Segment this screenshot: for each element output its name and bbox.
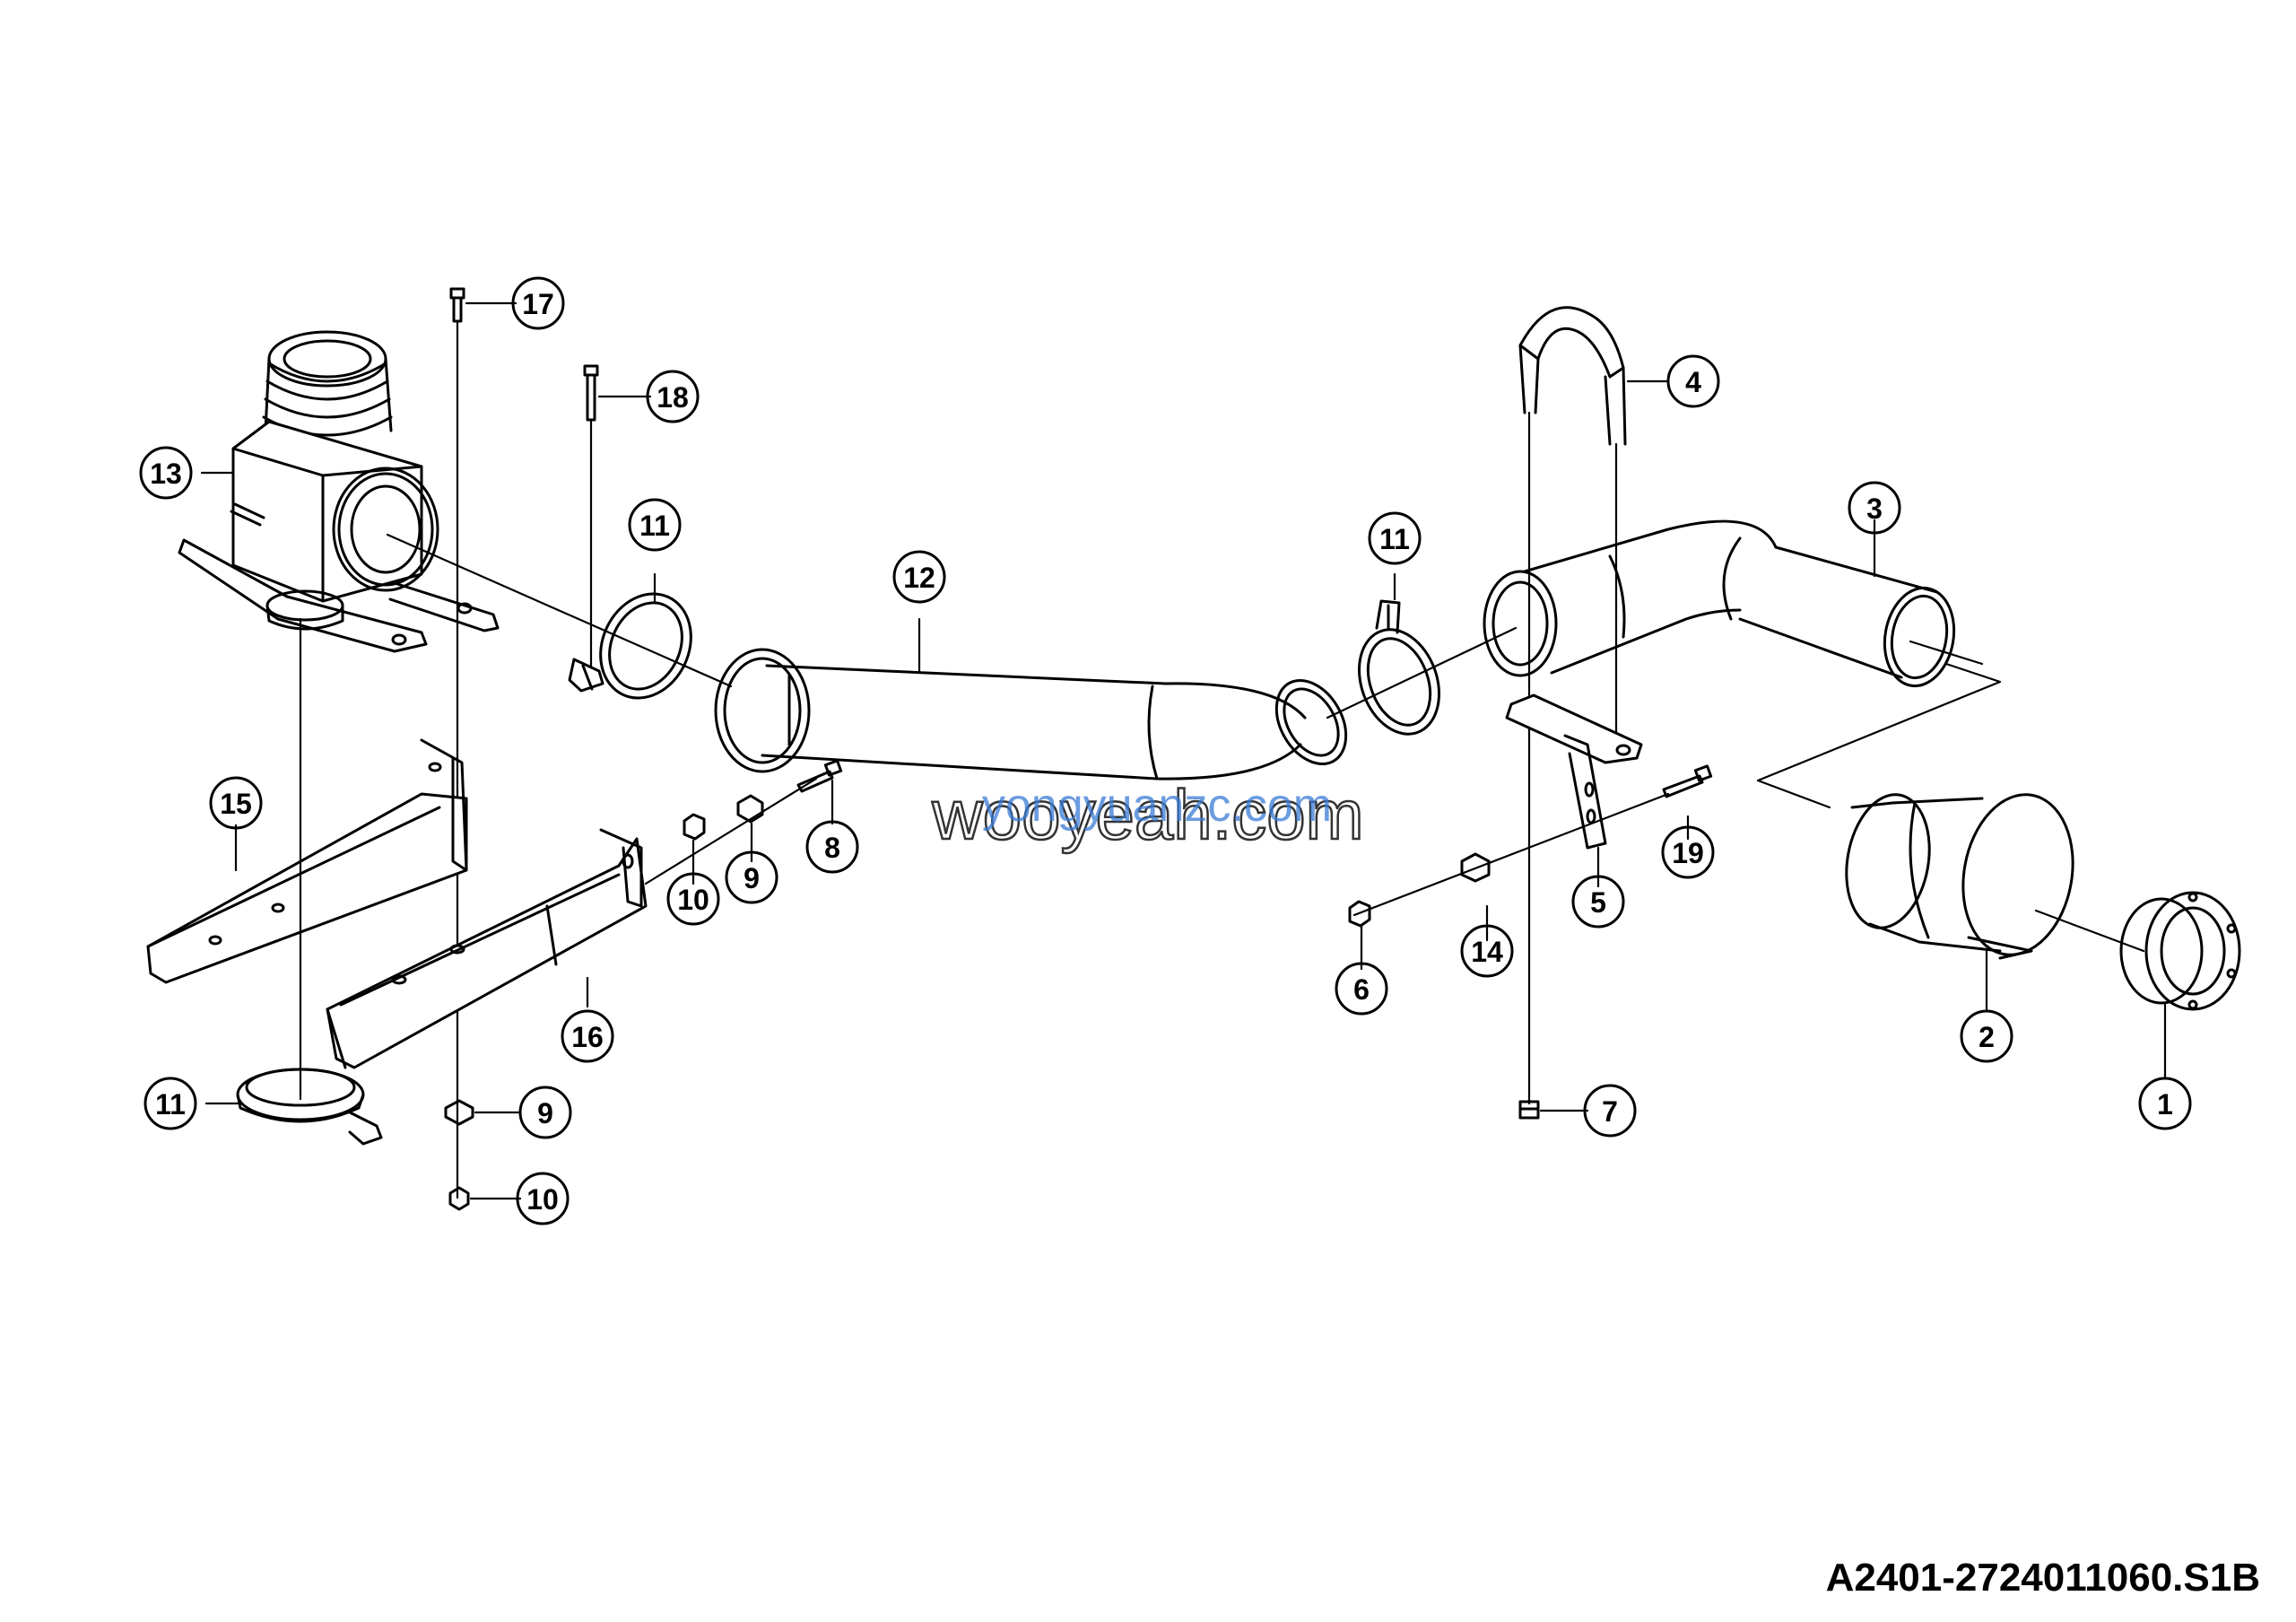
- nut-6-part: [1348, 900, 1371, 928]
- washer-9-upper-part: [736, 794, 764, 824]
- callout-circles: [139, 276, 2192, 1225]
- callout-8: 8: [824, 832, 840, 864]
- bolt-17-part: [449, 287, 465, 323]
- watermark-overlay: yongyuanzc.com: [982, 780, 1332, 832]
- pipe-3-part: [1483, 519, 1956, 688]
- callout-12: 12: [903, 562, 935, 594]
- callout-6: 6: [1353, 973, 1370, 1006]
- callout-5: 5: [1590, 886, 1606, 919]
- clamp-11-lower-part: [236, 1068, 383, 1146]
- callout-16: 16: [571, 1021, 604, 1053]
- callout-3: 3: [1866, 493, 1883, 525]
- clamp-11-middle-part: [1358, 599, 1440, 736]
- washer-14-part: [1460, 852, 1491, 883]
- washer-9-lower-part: [444, 1099, 474, 1126]
- clamp-11-upper-part: [568, 592, 692, 700]
- watermark-main: wooyeah.com: [931, 775, 1363, 854]
- callout-10-upper: 10: [677, 884, 709, 916]
- callout-2: 2: [1979, 1021, 1995, 1053]
- callout-10-lower: 10: [526, 1183, 559, 1216]
- u-strap-4-part: [1518, 306, 1627, 446]
- bracket-5-part: [1505, 693, 1643, 850]
- callout-15: 15: [220, 788, 252, 820]
- callout-11-lower: 11: [155, 1088, 186, 1121]
- callout-7: 7: [1602, 1095, 1618, 1128]
- callout-17: 17: [522, 288, 554, 320]
- flange-1-part: [2119, 891, 2241, 1011]
- callout-1: 1: [2157, 1088, 2173, 1121]
- callout-9-upper: 9: [744, 862, 760, 894]
- channel-15-part: [146, 738, 468, 984]
- callout-9-lower: 9: [537, 1097, 553, 1129]
- bolt-8-part: [796, 759, 843, 793]
- channel-16-part: [326, 828, 648, 1069]
- nut-10-upper-part: [683, 813, 706, 841]
- pipe-12-part: [714, 648, 1348, 780]
- callout-4: 4: [1685, 366, 1701, 398]
- callout-11-middle: 11: [1379, 523, 1410, 555]
- callout-18: 18: [657, 381, 689, 414]
- bolt-18-part: [583, 364, 599, 422]
- nut-7-part: [1518, 1100, 1540, 1120]
- bolt-19-part: [1662, 764, 1713, 798]
- nut-10-lower-part: [448, 1186, 470, 1211]
- elbow-box-part: [178, 330, 500, 653]
- callout-11-upper: 11: [639, 510, 670, 542]
- drawing-code: A2401-2724011060.S1B: [1825, 1556, 2260, 1600]
- callout-14: 14: [1471, 936, 1503, 968]
- callout-13: 13: [150, 458, 182, 490]
- sleeve-2-part: [1845, 793, 2074, 960]
- callout-19: 19: [1672, 837, 1704, 869]
